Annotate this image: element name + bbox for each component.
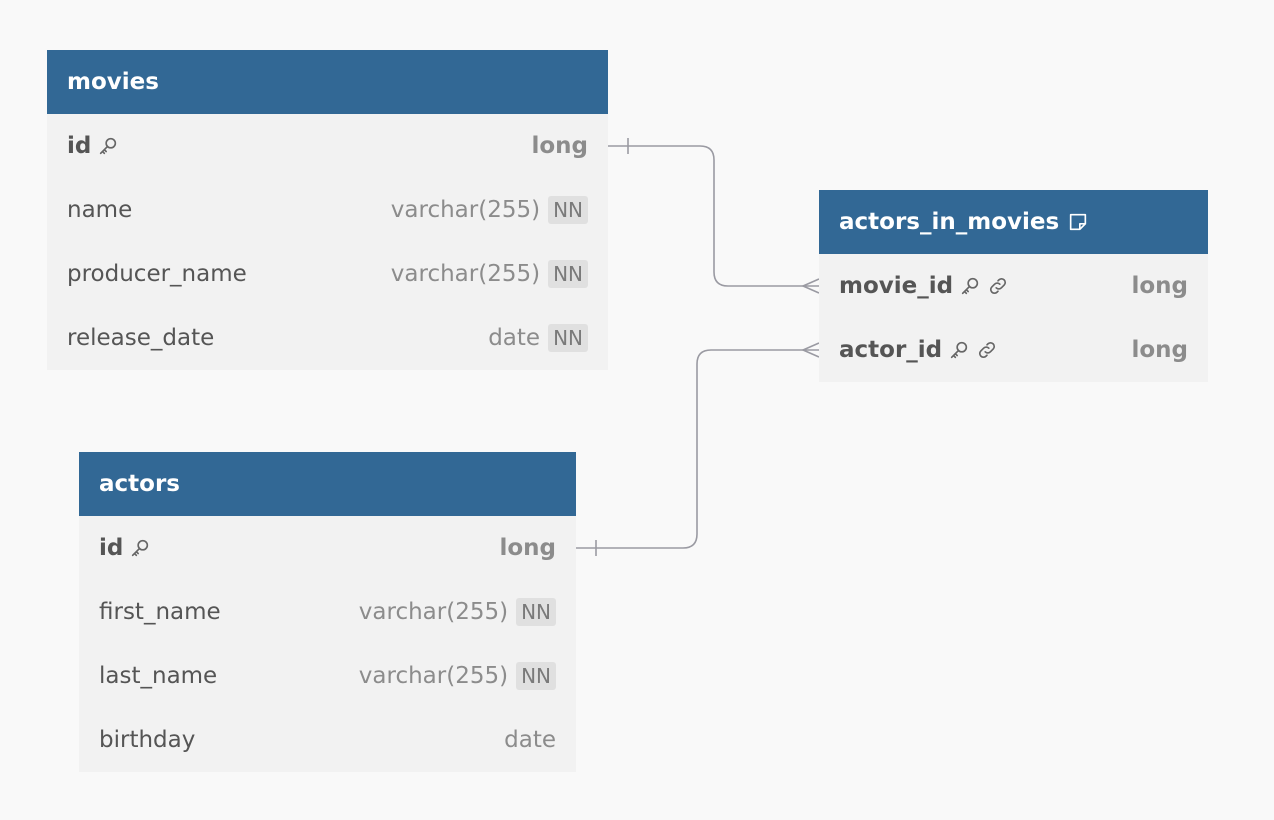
column-name: first_name <box>99 599 221 625</box>
column-name: producer_name <box>67 261 247 287</box>
column-name: movie_id <box>839 273 954 299</box>
column-name: release_date <box>67 325 215 351</box>
column-name: last_name <box>99 663 218 689</box>
table-actors[interactable]: actors id long first_name varchar(255) N… <box>79 452 576 772</box>
column-type: varchar(255) <box>390 261 541 287</box>
table-title: movies <box>67 69 159 95</box>
column-row-id[interactable]: id long <box>47 114 608 178</box>
column-name: name <box>67 197 133 223</box>
column-row-id[interactable]: id long <box>79 516 576 580</box>
not-null-badge: NN <box>548 196 588 224</box>
note-icon[interactable] <box>1067 211 1089 233</box>
column-name: actor_id <box>839 337 943 363</box>
key-icon <box>959 275 981 297</box>
key-icon <box>97 135 119 157</box>
not-null-badge: NN <box>516 598 556 626</box>
column-name: birthday <box>99 727 196 753</box>
not-null-badge: NN <box>548 260 588 288</box>
link-icon <box>987 275 1009 297</box>
table-header-actors-in-movies[interactable]: actors_in_movies <box>819 190 1208 254</box>
column-row-movie-id[interactable]: movie_id long <box>819 254 1208 318</box>
connector-movies-to-actors-in-movies <box>608 145 819 287</box>
column-row-first-name[interactable]: first_name varchar(255) NN <box>79 580 576 644</box>
not-null-badge: NN <box>516 662 556 690</box>
column-name: id <box>99 535 124 561</box>
many-marker-movie-id <box>801 278 820 294</box>
column-row-name[interactable]: name varchar(255) NN <box>47 178 608 242</box>
column-row-producer-name[interactable]: producer_name varchar(255) NN <box>47 242 608 306</box>
column-type: varchar(255) <box>358 599 509 625</box>
column-type: long <box>1131 273 1188 299</box>
table-header-movies[interactable]: movies <box>47 50 608 114</box>
table-header-actors[interactable]: actors <box>79 452 576 516</box>
column-row-last-name[interactable]: last_name varchar(255) NN <box>79 644 576 708</box>
column-row-actor-id[interactable]: actor_id long <box>819 318 1208 382</box>
table-movies[interactable]: movies id long name varchar(255) NN prod… <box>47 50 608 370</box>
link-icon <box>976 339 998 361</box>
column-row-birthday[interactable]: birthday date <box>79 708 576 772</box>
column-type: varchar(255) <box>390 197 541 223</box>
column-name: id <box>67 133 92 159</box>
key-icon <box>948 339 970 361</box>
table-title: actors <box>99 471 180 497</box>
key-icon <box>129 537 151 559</box>
connector-actors-to-actors-in-movies <box>576 349 819 549</box>
column-type: date <box>488 325 541 351</box>
column-type: varchar(255) <box>358 663 509 689</box>
table-title: actors_in_movies <box>839 209 1060 235</box>
column-type: long <box>1131 337 1188 363</box>
not-null-badge: NN <box>548 324 588 352</box>
column-type: date <box>504 727 556 753</box>
many-marker-actor-id <box>801 342 820 358</box>
column-type: long <box>531 133 588 159</box>
table-actors-in-movies[interactable]: actors_in_movies movie_id long actor_id <box>819 190 1208 382</box>
column-type: long <box>499 535 556 561</box>
column-row-release-date[interactable]: release_date date NN <box>47 306 608 370</box>
